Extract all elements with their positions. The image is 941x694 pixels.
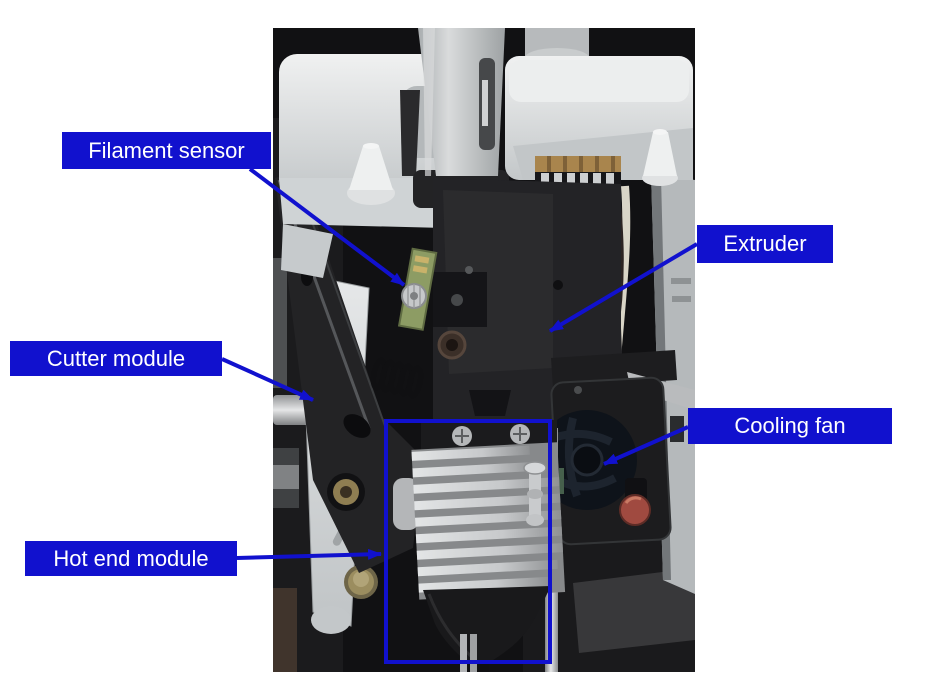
- extruder-screw-small: [465, 266, 473, 274]
- nozzle-tip: [471, 662, 489, 672]
- extruder-bearing-center: [446, 339, 458, 351]
- cutter-arm-hole: [343, 414, 371, 438]
- nozzle-rod-1: [460, 634, 467, 672]
- tube-slot-inner: [482, 80, 488, 126]
- toolhead-photo: [273, 28, 695, 672]
- right-housing-top-face: [509, 60, 689, 102]
- extruder-recess-pin: [451, 294, 463, 306]
- nozzle-rod-2: [470, 634, 477, 672]
- label-hot-end-module: Hot end module: [25, 541, 237, 576]
- gold-pcb-edge: [535, 156, 621, 172]
- brass-button-center: [353, 571, 369, 587]
- extruder-trapezoid-hole: [469, 390, 511, 416]
- label-cutter-module: Cutter module: [10, 341, 222, 376]
- panel-ridge: [672, 296, 691, 302]
- cutter-screw-center: [340, 486, 352, 498]
- label-extruder: Extruder: [697, 225, 833, 263]
- fan-magnet: [619, 494, 651, 526]
- left-small-rod: [273, 465, 299, 489]
- fan-pcb-sliver: [559, 468, 564, 494]
- screw-center: [410, 292, 418, 300]
- right-housing-knob: [642, 129, 678, 186]
- fan-screw: [574, 386, 582, 394]
- gold-pcb-stripes: [547, 156, 615, 172]
- fan-hub: [570, 443, 604, 477]
- connector-pins: [541, 173, 614, 188]
- cutter-side-panel-tip: [311, 606, 351, 634]
- panel-ridge: [671, 278, 691, 284]
- right-lower-slab: [573, 568, 695, 653]
- left-frame-strip: [273, 258, 287, 388]
- housing-tube-shadow: [400, 90, 420, 176]
- label-cooling-fan: Cooling fan: [688, 408, 892, 444]
- left-brown-patch: [273, 588, 297, 672]
- fan-magnet-highlight: [624, 496, 642, 504]
- tube-highlight: [423, 28, 435, 176]
- panel-slot: [670, 416, 684, 442]
- extruder-front-face: [443, 190, 553, 374]
- label-filament-sensor: Filament sensor: [62, 132, 271, 169]
- extruder-hole: [553, 280, 563, 290]
- tension-spring: [370, 357, 424, 399]
